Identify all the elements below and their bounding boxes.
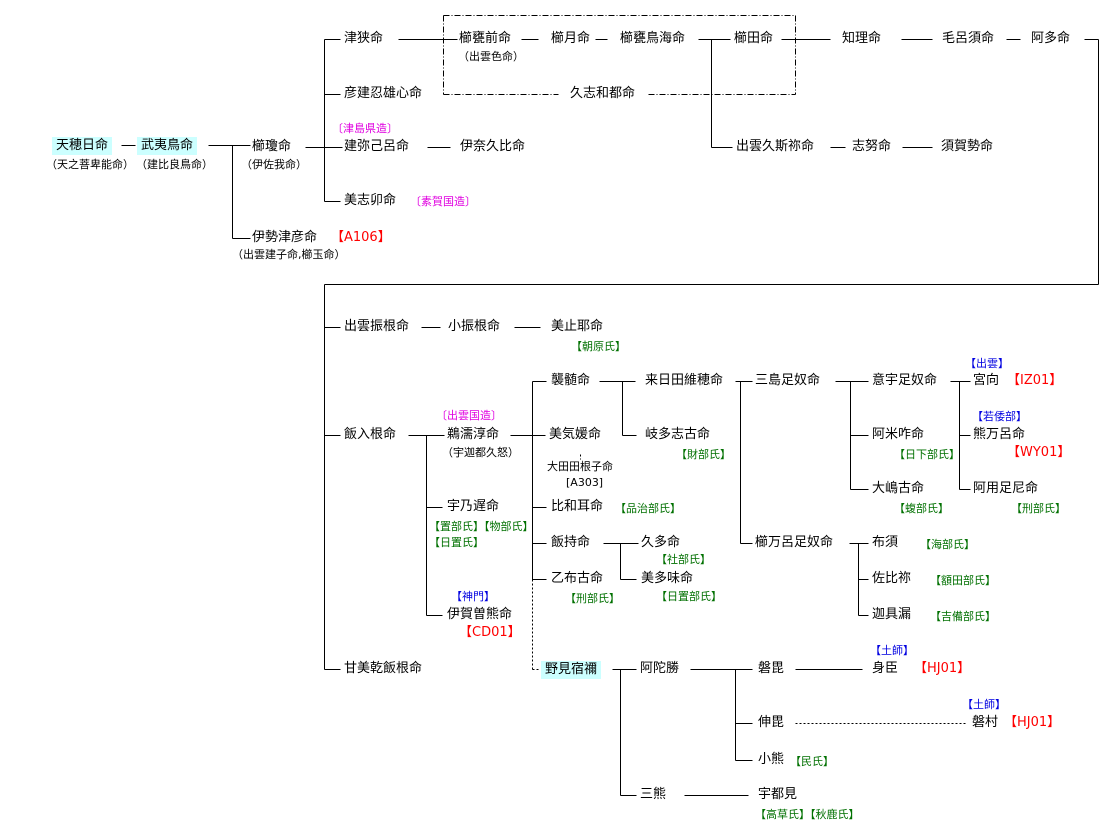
person-name: 津狭命	[344, 31, 384, 46]
person-alias: （建比良鳥命）	[136, 158, 213, 171]
person-name: 鵜濡淳命	[447, 427, 500, 442]
person-name: 彦建忍雄心命	[344, 86, 423, 101]
office-title: 〔素賀国造〕	[410, 195, 476, 208]
clan-label: 【品治部氏】	[615, 502, 681, 515]
person-name: 武夷鳥命	[137, 137, 198, 155]
person-name: 小熊	[758, 752, 785, 767]
spouse-name: 大田田根子命	[547, 460, 613, 473]
person-name: 櫛瓊命	[252, 139, 292, 154]
person-name: 櫛万呂足奴命	[755, 535, 834, 550]
person-name: 櫛田命	[734, 31, 774, 46]
person-name: 伊賀曽熊命	[447, 607, 513, 622]
person-name: 意宇足奴命	[872, 373, 938, 388]
lineage-tag: 【神門】	[451, 590, 495, 603]
person-alias: （出雲色命）	[458, 50, 524, 63]
person-name: 大嶋古命	[872, 481, 925, 496]
reference-code: 【CD01】	[459, 625, 521, 640]
person-alias: （宇迦都久怒）	[442, 446, 519, 459]
person-name: 宇都見	[758, 787, 798, 802]
person-name: 宮向	[973, 373, 1000, 388]
person-name: 久志和都命	[570, 86, 636, 101]
reference-code: 【HJ01】	[1004, 715, 1061, 730]
person-name: 乙布古命	[551, 571, 604, 586]
person-name: 比和耳命	[551, 499, 604, 514]
lineage-tag: 【土師】	[962, 698, 1006, 711]
reference-code: 【HJ01】	[914, 661, 971, 676]
person-name: 宇乃遅命	[447, 499, 500, 514]
person-name: 来日田維穂命	[645, 373, 724, 388]
clan-label: 【朝原氏】	[571, 340, 626, 353]
clan-label: 【置部氏】【物部氏】	[429, 520, 534, 533]
person-name: 櫛甕前命	[459, 31, 512, 46]
office-title: 〔津島県造〕	[332, 122, 398, 135]
lineage-tag: 【若倭部】	[972, 410, 1027, 423]
person-name: 建弥己呂命	[344, 139, 410, 154]
clan-label: 【高草氏】【秋鹿氏】	[755, 808, 860, 821]
spouse-code: [A303]	[566, 476, 604, 489]
reference-code: 【WY01】	[1007, 445, 1071, 460]
person-name: 美止耶命	[551, 319, 604, 334]
clan-label: 【海部氏】	[920, 538, 975, 551]
clan-label: 【額田部氏】	[930, 574, 996, 587]
person-name: 飯持命	[551, 535, 591, 550]
person-name: 美志卯命	[344, 193, 397, 208]
person-name: 阿米咋命	[872, 427, 925, 442]
clan-label: 【社部氏】	[656, 553, 711, 566]
person-name: 熊万呂命	[973, 427, 1026, 442]
person-name: 久多命	[641, 535, 681, 550]
person-name: 磐村	[972, 715, 999, 730]
person-name: 布須	[872, 535, 899, 550]
clan-label: 【財部氏】	[676, 448, 731, 461]
person-name: 野見宿禰	[541, 661, 602, 679]
clan-label: 【民氏】	[790, 755, 834, 768]
person-name: 迦具漏	[872, 607, 912, 622]
person-alias: （伊佐我命）	[241, 158, 307, 171]
clan-label: 【日置部氏】	[656, 590, 722, 603]
person-name: 天穂日命	[52, 137, 113, 155]
clan-label: 【刑部氏】	[1011, 502, 1066, 515]
person-name: 阿陀勝	[640, 661, 680, 676]
person-name: 櫛甕鳥海命	[620, 31, 686, 46]
person-name: 毛呂須命	[942, 31, 995, 46]
person-name: 飯入根命	[344, 427, 397, 442]
person-name: 出雲振根命	[344, 319, 410, 334]
lineage-tag: 【土師】	[870, 644, 914, 657]
person-name: 岐多志古命	[645, 427, 711, 442]
clan-label: 【刑部氏】	[565, 592, 620, 605]
person-name: 佐比祢	[872, 571, 912, 586]
person-name: 三島足奴命	[755, 373, 821, 388]
person-name: 伊奈久比命	[460, 139, 526, 154]
person-name: 伸毘	[758, 715, 785, 730]
clan-label: 【蝮部氏】	[894, 502, 949, 515]
person-name: 知理命	[842, 31, 882, 46]
clan-label: 【日下部氏】	[894, 448, 960, 461]
person-name: 伊勢津彦命	[252, 230, 318, 245]
person-name: 磐毘	[758, 661, 785, 676]
lineage-tag: 【出雲】	[965, 357, 1009, 370]
person-name: 身臣	[872, 661, 899, 676]
clan-label: 【吉備部氏】	[930, 610, 996, 623]
person-name: 櫛月命	[551, 31, 591, 46]
reference-code: 【A106】	[331, 230, 391, 245]
person-name: 美気媛命	[549, 427, 602, 442]
person-name: 阿多命	[1031, 31, 1071, 46]
person-name: 志努命	[852, 139, 892, 154]
person-name: 甘美乾飯根命	[344, 661, 423, 676]
person-name: 阿用足尼命	[973, 481, 1039, 496]
person-name: 美多味命	[641, 571, 694, 586]
person-name: 須賀勢命	[941, 139, 994, 154]
office-title: 〔出雲国造〕	[436, 409, 502, 422]
reference-code: 【IZ01】	[1007, 373, 1063, 388]
person-name: 小振根命	[448, 319, 501, 334]
person-name: 三熊	[640, 787, 667, 802]
person-alias: （出雲建子命,櫛玉命）	[232, 248, 346, 261]
person-name: 出雲久斯祢命	[736, 139, 815, 154]
person-alias: （天之菩卑能命）	[46, 158, 134, 171]
person-name: 襲髄命	[551, 373, 591, 388]
clan-label: 【日置氏】	[429, 536, 484, 549]
